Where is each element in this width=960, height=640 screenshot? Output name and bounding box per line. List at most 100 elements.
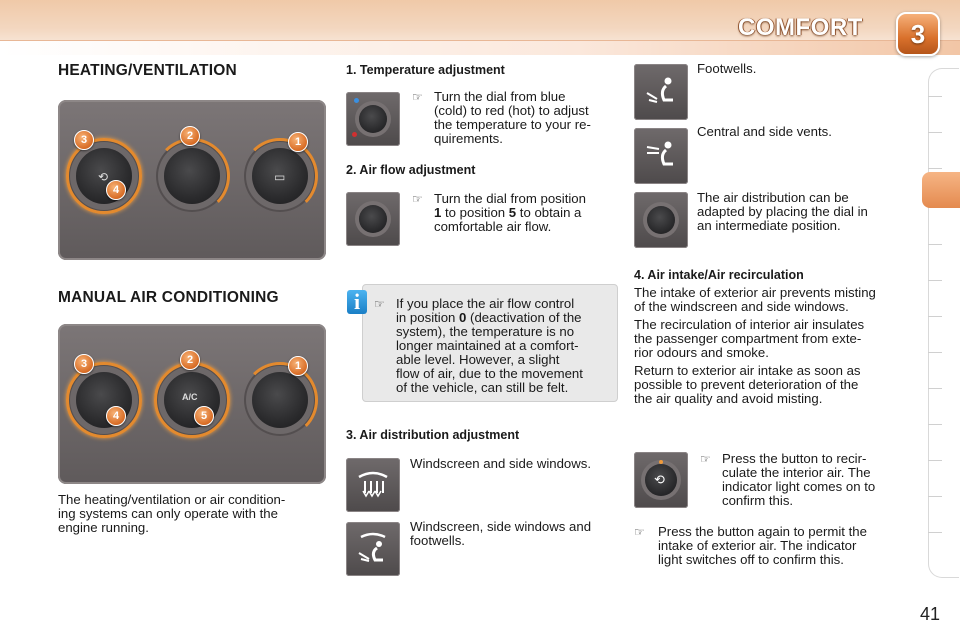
windscreen-footwell-thumbnail bbox=[346, 522, 400, 576]
text-line: an intermediate position. bbox=[697, 218, 841, 233]
dial-highlight-ring bbox=[242, 138, 318, 214]
text-line: of the vehicle, can still be felt. bbox=[396, 380, 569, 395]
bullet-icon: ☞ bbox=[412, 90, 423, 104]
air-flow-dial bbox=[359, 205, 387, 233]
callout-badge-2: 2 bbox=[180, 350, 200, 370]
footwells-thumbnail bbox=[634, 64, 688, 120]
text-line: Turn the dial from blue bbox=[434, 89, 566, 104]
windscreen-footwell-airflow-icon bbox=[358, 532, 386, 562]
text-line: comfortable air flow. bbox=[434, 219, 552, 234]
text-line: the air quality and avoid misting. bbox=[634, 391, 823, 406]
tab-divider bbox=[928, 132, 942, 133]
heating-panel-photo: ⟲ ▭ 3 2 1 4 bbox=[58, 100, 326, 260]
air-conditioning-panel-photo: A/C 3 2 1 4 5 bbox=[58, 324, 326, 484]
callout-badge-4: 4 bbox=[106, 406, 126, 426]
air-flow-dial-thumbnail bbox=[346, 192, 400, 246]
text-line: Windscreen, side windows and bbox=[410, 519, 592, 534]
rear-demist-icon: ▭ bbox=[274, 170, 286, 184]
callout-badge-4: 4 bbox=[106, 180, 126, 200]
dial-highlight-ring bbox=[66, 138, 142, 214]
central-side-vents-text: Central and side vents. bbox=[697, 124, 832, 139]
tab-active-chapter[interactable] bbox=[922, 172, 960, 208]
distribution-dial-thumbnail bbox=[634, 192, 688, 248]
text-line: in position 0 (deactivation of the bbox=[396, 310, 582, 325]
chapter-number-badge: 3 bbox=[896, 12, 940, 56]
text-line: of the windscreen and side windows. bbox=[634, 299, 849, 314]
footwells-text: Footwells. bbox=[697, 61, 757, 76]
recirculation-button-thumbnail: ⟲ bbox=[634, 452, 688, 508]
chapter-tab-strip bbox=[928, 68, 959, 578]
info-box-text: If you place the air flow control in pos… bbox=[396, 297, 610, 395]
recirculation-icon: ⟲ bbox=[98, 170, 109, 184]
text-line: Turn the dial from position bbox=[434, 191, 586, 206]
callout-badge-3: 3 bbox=[74, 354, 94, 374]
text-line: quirements. bbox=[434, 131, 503, 146]
intermediate-position-text: The air distribution can be adapted by p… bbox=[697, 191, 903, 233]
press-recirculate-text: Press the button to recir- culate the in… bbox=[722, 452, 904, 508]
dial-highlight-ring bbox=[66, 362, 142, 438]
text-line: adapted by placing the dial in bbox=[697, 204, 868, 219]
text-line: Return to exterior air intake as soon as bbox=[634, 363, 861, 378]
heading-manual-air-conditioning: MANUAL AIR CONDITIONING bbox=[58, 289, 279, 306]
text-line: the temperature to your re- bbox=[434, 117, 591, 132]
air-flow-instructions: Turn the dial from position 1 to positio… bbox=[434, 192, 616, 234]
callout-badge-1: 1 bbox=[288, 132, 308, 152]
tab-divider bbox=[928, 532, 942, 533]
text-line: rior odours and smoke. bbox=[634, 345, 769, 360]
text-line: indicator light comes on to bbox=[722, 479, 876, 494]
hot-marker bbox=[352, 132, 357, 137]
tab-divider bbox=[928, 168, 942, 169]
indicator-light bbox=[659, 460, 663, 464]
bullet-icon: ☞ bbox=[412, 192, 423, 206]
recirculation-button bbox=[645, 464, 677, 496]
heading-air-flow-adjustment: 2. Air flow adjustment bbox=[346, 163, 476, 177]
heading-temperature-adjustment: 1. Temperature adjustment bbox=[346, 63, 505, 77]
heading-air-intake-recirculation: 4. Air intake/Air recirculation bbox=[634, 268, 804, 282]
temperature-dial bbox=[359, 105, 387, 133]
air-intake-paragraphs: The intake of exterior air prevents mist… bbox=[634, 286, 904, 406]
temperature-instructions: Turn the dial from blue (cold) to red (h… bbox=[434, 90, 616, 146]
tab-divider bbox=[928, 316, 942, 317]
ac-button-label: A/C bbox=[182, 392, 198, 402]
callout-badge-2: 2 bbox=[180, 126, 200, 146]
text-line: If you place the air flow control bbox=[396, 296, 575, 311]
tab-divider bbox=[928, 388, 942, 389]
dial-highlight-ring bbox=[242, 362, 318, 438]
callout-badge-5: 5 bbox=[194, 406, 214, 426]
tab-divider bbox=[928, 424, 942, 425]
text-line: Press the button to recir- bbox=[722, 451, 867, 466]
text-line: The air distribution can be bbox=[697, 190, 849, 205]
footwell-airflow-icon bbox=[646, 77, 673, 103]
face-vents-airflow-icon bbox=[646, 141, 673, 166]
callout-badge-1: 1 bbox=[288, 356, 308, 376]
text-line: footwells. bbox=[410, 533, 465, 548]
engine-running-note: The heating/ventilation or air condition… bbox=[58, 493, 326, 535]
note-line: The heating/ventilation or air condition… bbox=[58, 492, 286, 507]
dial-highlight-ring bbox=[154, 138, 230, 214]
windscreen-side-windows-text: Windscreen and side windows. bbox=[410, 456, 592, 471]
press-again-text: Press the button again to permit the int… bbox=[658, 525, 904, 567]
note-line: ing systems can only operate with the bbox=[58, 506, 278, 521]
windscreen-demist-thumbnail bbox=[346, 458, 400, 512]
bullet-icon: ☞ bbox=[634, 525, 645, 539]
windscreen-footwells-text: Windscreen, side windows and footwells. bbox=[410, 520, 620, 548]
text-line: The intake of exterior air prevents mist… bbox=[634, 285, 876, 300]
info-box bbox=[362, 284, 618, 402]
page-number: 41 bbox=[919, 604, 940, 624]
chapter-title: COMFORT bbox=[738, 14, 863, 41]
text-line: flow of air, due to the movement bbox=[396, 366, 583, 381]
text-line: Press the button again to permit the bbox=[658, 524, 867, 539]
tab-divider bbox=[928, 96, 942, 97]
tab-divider bbox=[928, 460, 942, 461]
text-line: culate the interior air. The bbox=[722, 465, 871, 480]
windscreen-demist-icon bbox=[358, 471, 388, 498]
text-line: system), the temperature is no bbox=[396, 324, 575, 339]
text-line: The recirculation of interior air insula… bbox=[634, 317, 865, 332]
tab-divider bbox=[928, 244, 942, 245]
text-line: longer maintained at a comfort- bbox=[396, 338, 579, 353]
text-line: intake of exterior air. The indicator bbox=[658, 538, 857, 553]
bullet-icon: ☞ bbox=[700, 452, 711, 466]
text-line: (cold) to red (hot) to adjust bbox=[434, 103, 589, 118]
tab-divider bbox=[928, 280, 942, 281]
text-line: able level. However, a slight bbox=[396, 352, 560, 367]
